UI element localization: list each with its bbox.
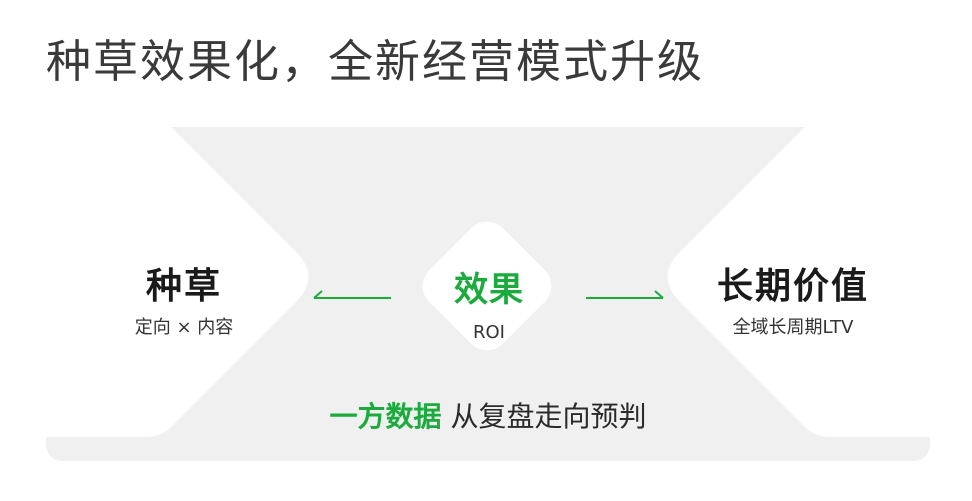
arrow-right-icon (586, 290, 664, 299)
node-long-term-value: 长期价值 全域长周期LTV (698, 265, 888, 339)
node-effect-sublabel: ROI (473, 322, 505, 343)
diagram-background-shapes (46, 127, 930, 437)
diagram-panel: 种草 定向 × 内容 效果 ROI 长期价值 全域长周期LTV 一方数据 从复盘… (46, 127, 930, 461)
center-diamond-shape (422, 221, 552, 351)
left-hexagon-shape (46, 127, 309, 437)
node-effect: 效果 ROI (414, 268, 564, 344)
page-title: 种草效果化，全新经营模式升级 (46, 35, 705, 88)
footer-text: 从复盘走向预判 (441, 400, 647, 433)
node-effect-label: 效果 (454, 270, 524, 310)
node-long-term-value-label: 长期价值 (716, 266, 869, 307)
node-seeding: 种草 定向 × 内容 (94, 265, 274, 339)
right-hexagon-shape (667, 127, 930, 437)
arrow-left-icon (313, 290, 391, 299)
footer-highlight: 一方数据 (329, 400, 442, 433)
node-seeding-sublabel: 定向 × 内容 (134, 317, 234, 338)
footer-caption: 一方数据 从复盘走向预判 (46, 397, 930, 437)
node-long-term-value-sublabel: 全域长周期LTV (732, 317, 854, 338)
node-seeding-label: 种草 (145, 266, 222, 307)
